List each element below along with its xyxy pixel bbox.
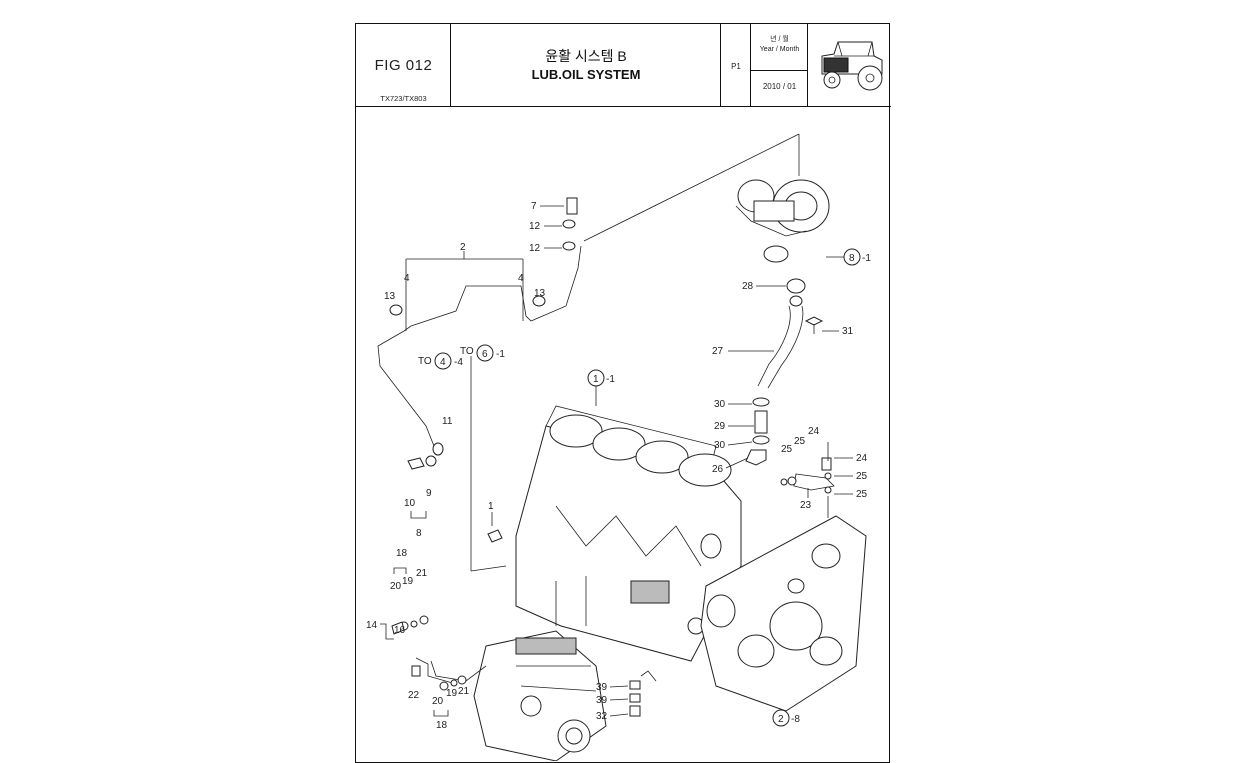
title-korean: 윤활 시스템 B [545,48,627,64]
page-cell: P1 [721,24,751,106]
callout-21: 21 [416,568,428,579]
title-cell: 윤활 시스템 B LUB.OIL SYSTEM [451,24,721,106]
model-number: TX723/TX803 [380,94,427,103]
title-english: LUB.OIL SYSTEM [531,67,641,82]
callout-16: 16 [394,625,406,636]
callout-28: 28 [742,281,754,292]
svg-text:-4: -4 [454,357,463,368]
callout-8: 8 [416,528,422,539]
callout-39: 39 [596,682,608,693]
year-month-label-korean: 년 / 월 [770,36,789,43]
tractor-thumbnail-icon [821,41,883,91]
issue-date: 2010 / 01 [762,82,797,91]
callout-20: 20 [390,581,402,592]
svg-text:-1: -1 [496,349,505,360]
gasket [786,278,806,294]
callout-30: 30 [714,399,726,410]
callout-25: 25 [781,444,793,455]
callout-12: 12 [529,221,541,232]
callout-12: 12 [529,243,541,254]
title-block: FIG 012 TX723/TX803 윤활 시스템 B LUB.OIL SYS… [356,24,891,107]
page-number: P1 [731,62,741,71]
svg-text:-1: -1 [606,374,615,385]
callout-18: 18 [436,720,448,731]
callout-18: 18 [396,548,408,559]
callout-31: 31 [842,326,854,337]
callout-32: 32 [596,711,608,722]
callout-7: 7 [531,201,537,212]
figure-number: FIG 012 [374,57,433,74]
callout-23: 23 [800,500,812,511]
callout-13: 13 [534,288,546,299]
callout-25: 25 [856,471,868,482]
svg-text:TO: TO [418,356,432,367]
date-divider [751,70,808,71]
ref-to-4: TO 4 -4 [418,352,463,370]
callout-19: 19 [402,576,414,587]
callout-13: 13 [384,291,396,302]
callout-21: 21 [458,686,470,697]
callout-1: 1 [488,501,494,512]
svg-text:4: 4 [440,357,446,368]
svg-text:1: 1 [593,374,599,385]
callout-26: 26 [712,464,724,475]
date-cell: 년 / 월 Year / Month 2010 / 01 [751,24,808,106]
bolt-31 [804,316,824,334]
callout-25: 25 [794,436,806,447]
callout-10: 10 [404,498,416,509]
callout-27: 27 [712,346,724,357]
svg-text:2: 2 [778,714,784,725]
svg-text:6: 6 [482,349,488,360]
callout-24: 24 [856,453,868,464]
callout-29: 29 [714,421,726,432]
svg-text:8: 8 [849,253,855,264]
year-month-label-english: Year / Month [759,46,800,53]
callout-20: 20 [432,696,444,707]
callout-24: 24 [808,426,820,437]
callout-30: 30 [714,440,726,451]
cylinder-block [515,405,742,662]
injection-pump [473,630,607,761]
exploded-view-drawing: 1 2 4 4 7 8 9 10 11 12 12 13 13 14 16 18… [366,133,871,761]
ref-1-block: 1 -1 [587,369,615,406]
callout-9: 9 [426,488,432,499]
callout-25: 25 [856,489,868,500]
ref-to-6: TO 6 -1 [460,344,505,362]
svg-text:-8: -8 [791,714,800,725]
tractor-thumbnail-cell [808,24,891,106]
callout-39: 39 [596,695,608,706]
gear-case [700,515,867,712]
callout-19: 19 [446,688,458,699]
svg-text:TO: TO [460,346,474,357]
turbocharger [735,179,830,263]
callout-11: 11 [442,416,453,427]
parts-catalog-sheet: FIG 012 TX723/TX803 윤활 시스템 B LUB.OIL SYS… [355,23,891,763]
callout-22: 22 [408,690,420,701]
ref-8-turbo: 8 -1 [826,248,871,266]
ref-2-gear-case: 2 -8 [772,709,800,727]
callout-14: 14 [366,620,378,631]
figure-cell: FIG 012 TX723/TX803 [356,24,451,106]
callout-4: 4 [404,273,410,284]
svg-text:-1: -1 [862,253,871,264]
callout-4: 4 [518,273,524,284]
callout-2: 2 [460,242,466,253]
